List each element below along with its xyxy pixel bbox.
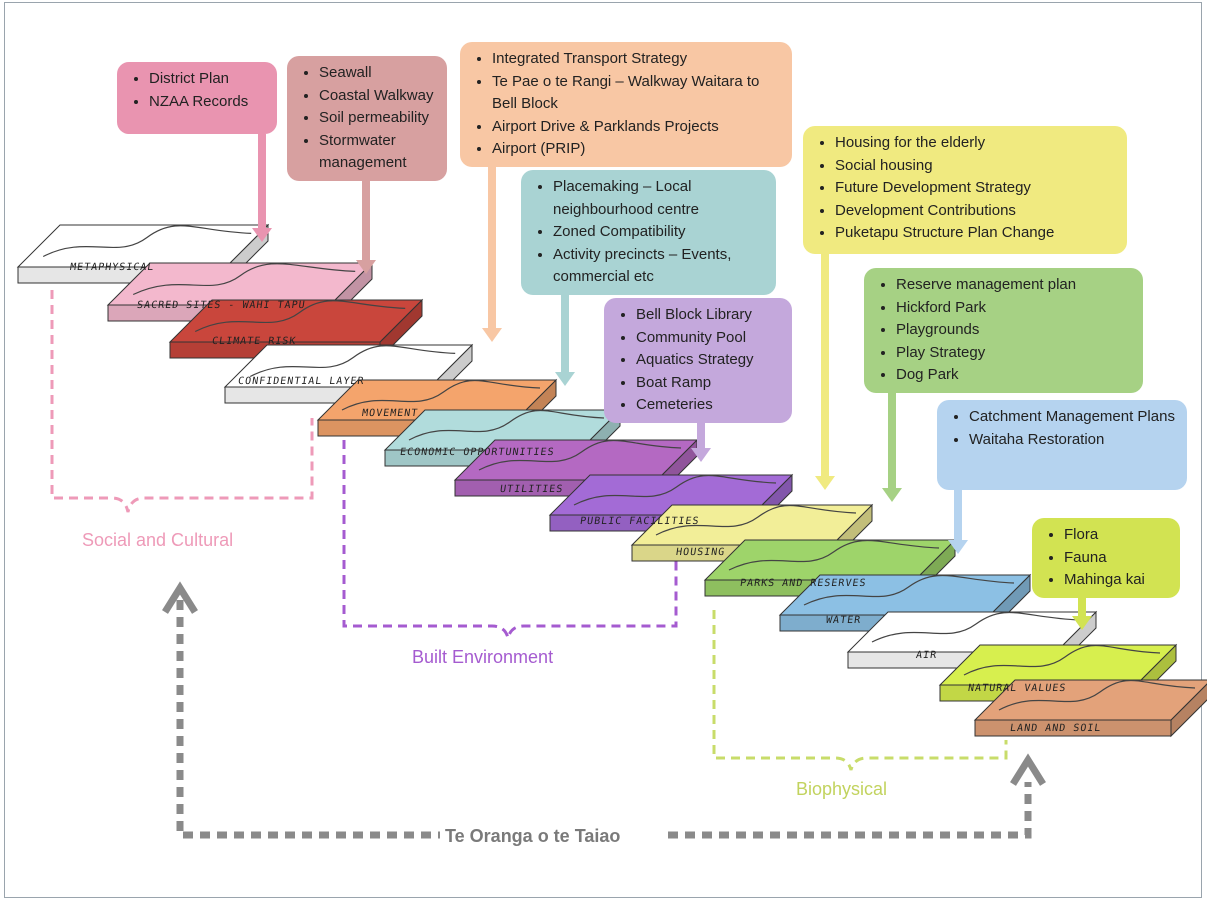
slab-land-and-soil bbox=[973, 679, 1207, 738]
callout-catchment: Catchment Management PlansWaitaha Restor… bbox=[937, 400, 1187, 490]
callout-item: Waitaha Restoration bbox=[969, 429, 1177, 452]
callout-reserve: Reserve management planHickford ParkPlay… bbox=[864, 268, 1143, 393]
callout-list: FloraFaunaMahinga kai bbox=[1046, 524, 1170, 592]
arrowhead-flora bbox=[1072, 616, 1092, 630]
callout-list: Catchment Management PlansWaitaha Restor… bbox=[951, 406, 1177, 451]
callout-transport: Integrated Transport StrategyTe Pae o te… bbox=[460, 42, 792, 167]
callout-list: District PlanNZAA Records bbox=[131, 68, 267, 113]
callout-item: Catchment Management Plans bbox=[969, 406, 1177, 429]
callout-item: Seawall bbox=[319, 62, 437, 85]
arrowhead-transport bbox=[482, 328, 502, 342]
callout-item: Cemeteries bbox=[636, 394, 782, 417]
callout-item: District Plan bbox=[149, 68, 267, 91]
slab-label: Housing bbox=[675, 547, 726, 558]
slab-label: Natural values bbox=[967, 683, 1068, 694]
callout-item: Zoned Compatibility bbox=[553, 221, 766, 244]
callout-item: Dog Park bbox=[896, 364, 1133, 387]
callout-district: District PlanNZAA Records bbox=[117, 62, 277, 134]
slab-label: Metaphysical bbox=[69, 262, 156, 273]
slab-label: Utilities bbox=[499, 484, 564, 495]
arrowhead-seawall bbox=[356, 260, 376, 274]
callout-item: Fauna bbox=[1064, 547, 1170, 570]
callout-item: Bell Block Library bbox=[636, 304, 782, 327]
arrowhead-catchment bbox=[948, 540, 968, 554]
callout-item: Playgrounds bbox=[896, 319, 1133, 342]
callout-item: Development Contributions bbox=[835, 200, 1117, 223]
group-label-bio: Biophysical bbox=[796, 779, 888, 799]
slab-label: Sacred sites - wahi tapu bbox=[136, 300, 307, 311]
callout-item: Reserve management plan bbox=[896, 274, 1133, 297]
built-bracket bbox=[342, 440, 678, 639]
callout-list: Reserve management planHickford ParkPlay… bbox=[878, 274, 1133, 387]
callout-item: Te Pae o te Rangi – Walkway Waitara to B… bbox=[492, 71, 782, 116]
group-brackets bbox=[50, 290, 1008, 771]
callout-arrows bbox=[252, 134, 1092, 630]
social-bracket bbox=[50, 290, 314, 513]
footer-label: Te Oranga o te Taiao bbox=[445, 826, 620, 847]
callout-item: Flora bbox=[1064, 524, 1170, 547]
callout-item: Aquatics Strategy bbox=[636, 349, 782, 372]
arrowhead-district bbox=[252, 228, 272, 242]
slab-label: Land and soil bbox=[1009, 723, 1103, 734]
callout-item: Boat Ramp bbox=[636, 372, 782, 395]
arrowhead-library bbox=[691, 448, 711, 462]
callout-list: Integrated Transport StrategyTe Pae o te… bbox=[474, 48, 782, 161]
callout-item: Soil permeability bbox=[319, 107, 437, 130]
callout-item: Mahinga kai bbox=[1064, 569, 1170, 592]
callout-item: Airport Drive & Parklands Projects bbox=[492, 116, 782, 139]
cycle-arrowhead-right bbox=[1010, 753, 1046, 786]
callout-item: Stormwater management bbox=[319, 130, 437, 175]
callout-flora: FloraFaunaMahinga kai bbox=[1032, 518, 1180, 598]
callout-item: Community Pool bbox=[636, 327, 782, 350]
callout-list: Housing for the elderlySocial housingFut… bbox=[817, 132, 1117, 245]
arrowhead-reserve bbox=[882, 488, 902, 502]
callout-library: Bell Block LibraryCommunity PoolAquatics… bbox=[604, 298, 792, 423]
layer-slabs bbox=[16, 223, 1207, 738]
callout-item: Airport (PRIP) bbox=[492, 138, 782, 161]
callout-item: Coastal Walkway bbox=[319, 85, 437, 108]
arrowhead-placemaking bbox=[555, 372, 575, 386]
callout-item: Placemaking – Local neighbourhood centre bbox=[553, 176, 766, 221]
callout-list: SeawallCoastal WalkwaySoil permeabilityS… bbox=[301, 62, 437, 175]
arrowhead-housing bbox=[815, 476, 835, 490]
footer-text: Te Oranga o te Taiao bbox=[445, 826, 621, 846]
callout-seawall: SeawallCoastal WalkwaySoil permeabilityS… bbox=[287, 56, 447, 181]
bio-bracket bbox=[712, 610, 1008, 771]
slab-label: Air bbox=[915, 650, 938, 661]
figure-frame bbox=[4, 2, 1202, 898]
callout-list: Placemaking – Local neighbourhood centre… bbox=[535, 176, 766, 289]
callout-item: Housing for the elderly bbox=[835, 132, 1117, 155]
group-label-social: Social and Cultural bbox=[82, 530, 234, 550]
cycle-arrowhead-left bbox=[162, 581, 198, 614]
callout-item: Future Development Strategy bbox=[835, 177, 1117, 200]
callout-item: Puketapu Structure Plan Change bbox=[835, 222, 1117, 245]
callout-housing: Housing for the elderlySocial housingFut… bbox=[803, 126, 1127, 254]
slab-label: Economic opportunities bbox=[399, 447, 556, 458]
slab-label: Confidential layer bbox=[237, 376, 366, 387]
callout-item: Social housing bbox=[835, 155, 1117, 178]
slab-label: Public facilities bbox=[579, 516, 701, 527]
group-label-built: Built Environment bbox=[412, 647, 554, 667]
callout-item: Hickford Park bbox=[896, 297, 1133, 320]
slab-label: Water bbox=[825, 615, 862, 626]
slab-label: Movement bbox=[361, 408, 419, 419]
slab-label: Climate risk bbox=[211, 336, 298, 347]
slab-label: Parks and reserves bbox=[739, 578, 868, 589]
callout-item: NZAA Records bbox=[149, 91, 267, 114]
callout-item: Activity precincts – Events, commercial … bbox=[553, 244, 766, 289]
callout-item: Play Strategy bbox=[896, 342, 1133, 365]
callout-list: Bell Block LibraryCommunity PoolAquatics… bbox=[618, 304, 782, 417]
callout-placemaking: Placemaking – Local neighbourhood centre… bbox=[521, 170, 776, 295]
cycle-arrow bbox=[162, 581, 1046, 839]
callout-item: Integrated Transport Strategy bbox=[492, 48, 782, 71]
